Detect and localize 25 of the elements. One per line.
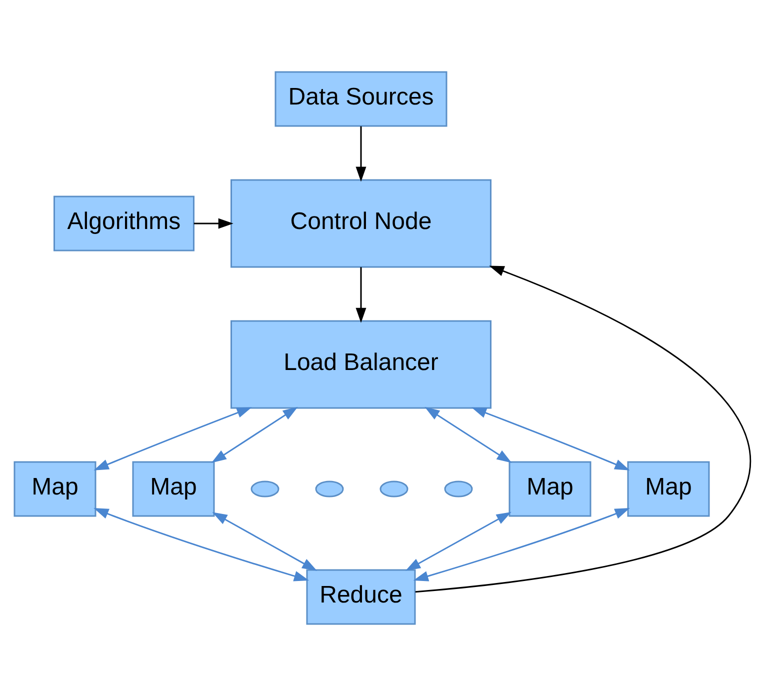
node-box: Data Sources: [274, 70, 448, 126]
arrow: [413, 508, 630, 581]
node-box: Load Balancer: [230, 320, 492, 408]
arrow: [211, 406, 298, 462]
arrow: [356, 126, 366, 182]
arrow: [94, 406, 252, 470]
arrow: [212, 512, 318, 570]
arrow: [405, 511, 512, 570]
node-box: Map: [132, 460, 215, 516]
node-box: Map: [14, 460, 96, 516]
arrow: [94, 508, 310, 581]
node-box: Reduce: [306, 568, 416, 624]
node-ellipse: [380, 480, 408, 497]
node-box: Algorithms: [54, 195, 194, 251]
node-box: Map: [627, 460, 710, 516]
arrow: [415, 265, 751, 592]
node-box: Map: [508, 460, 592, 516]
node-ellipse: [444, 480, 473, 497]
arrow: [424, 406, 512, 462]
node-ellipse: [315, 480, 344, 497]
node-ellipse: [250, 480, 280, 497]
arrow: [194, 218, 234, 228]
arrow: [356, 266, 366, 322]
node-box: Control Node: [230, 178, 492, 268]
arrow: [471, 406, 630, 470]
